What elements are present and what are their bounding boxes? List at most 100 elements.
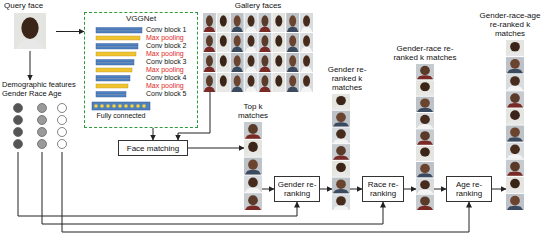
face-photo [416, 129, 434, 144]
face-photo [416, 97, 434, 112]
shoulders [301, 27, 313, 32]
shoulders [287, 67, 299, 72]
head [234, 15, 241, 26]
face-photo [300, 53, 313, 72]
face-photo [506, 160, 524, 176]
head [420, 131, 430, 140]
face-photo [272, 33, 285, 52]
fc-unit [106, 104, 110, 108]
head [303, 15, 310, 26]
conv-block-2 [96, 44, 138, 50]
shoulders [507, 52, 523, 56]
face-photo [416, 162, 434, 177]
fc-unit [118, 104, 122, 108]
shoulders [333, 139, 349, 143]
face-photo [244, 140, 262, 157]
fc-unit [124, 104, 128, 108]
photo-ground [300, 53, 313, 72]
head [248, 195, 258, 205]
photo-ground [332, 127, 350, 143]
conv-layer [96, 31, 142, 34]
shoulders [218, 27, 230, 32]
face-photo [332, 178, 350, 194]
head [289, 15, 296, 26]
feature-dot [14, 104, 23, 113]
photo-ground [506, 143, 524, 159]
shoulders [204, 47, 216, 52]
process-box: Age re-ranking [446, 176, 492, 202]
photo-ground [332, 111, 350, 127]
pool-layer [96, 36, 140, 40]
shoulders [507, 171, 523, 175]
face-photo [259, 13, 272, 32]
shoulders [231, 87, 243, 92]
connector [153, 128, 154, 140]
shoulders [417, 75, 433, 79]
gallery-grid [203, 13, 313, 92]
photo-ground [231, 13, 244, 32]
photo-ground [259, 73, 272, 92]
face-photo [506, 74, 524, 90]
head [420, 66, 430, 75]
photo-ground [416, 64, 434, 79]
face-photo [259, 53, 272, 72]
head [289, 55, 296, 66]
shoulders [507, 154, 523, 158]
connector [492, 189, 506, 190]
connector [18, 152, 297, 216]
shoulders [204, 67, 216, 72]
conv-block-5 [96, 92, 126, 98]
face-photo [244, 193, 262, 210]
face-photo [244, 175, 262, 192]
photo-ground [217, 73, 230, 92]
shoulders [273, 87, 285, 92]
face-photo [245, 33, 258, 52]
head [336, 129, 346, 138]
photo-ground [272, 33, 285, 52]
head [420, 99, 430, 108]
photo-ground [244, 140, 262, 157]
query-face: Query face [4, 1, 56, 51]
conv-layer [96, 44, 138, 47]
feature-dot [14, 140, 23, 149]
head [275, 55, 282, 66]
head [510, 145, 520, 155]
shoulders [417, 124, 433, 128]
photo-ground [203, 13, 216, 32]
layer-label: Fully connected [92, 112, 150, 120]
face-photo [231, 13, 244, 32]
head [248, 35, 255, 46]
shoulders [245, 47, 257, 52]
face-photo [506, 108, 524, 124]
head [234, 55, 241, 66]
photo-ground [332, 94, 350, 110]
photo-ground [332, 178, 350, 194]
head [303, 75, 310, 86]
face-stack [416, 64, 434, 210]
node-text: Demographic features [2, 80, 82, 89]
shoulders [333, 206, 349, 210]
photo-ground [259, 53, 272, 72]
face-stack [244, 122, 262, 210]
head [248, 15, 255, 26]
shoulders [231, 67, 243, 72]
photo-ground [300, 13, 313, 32]
connector [188, 148, 244, 149]
photo-ground [332, 194, 350, 210]
column-header: Gender-race re-ranked k matches [393, 44, 457, 62]
photo-ground [416, 80, 434, 95]
pooling-label: Max pooling [146, 66, 184, 74]
photo-ground [416, 146, 434, 161]
head [336, 96, 346, 105]
shoulders [231, 27, 243, 32]
column-header: Gender re-ranked k matches [316, 65, 378, 92]
match-column: Gender re-ranked k matches [332, 94, 350, 210]
feature-dot [38, 116, 47, 125]
column-header: Gender-race-age re-ranked k matches [474, 11, 546, 38]
head [248, 55, 255, 66]
pool-layer [96, 68, 132, 72]
shoulders [417, 92, 433, 96]
feature-dot [58, 116, 67, 125]
photo-ground [245, 13, 258, 32]
head [248, 124, 258, 134]
